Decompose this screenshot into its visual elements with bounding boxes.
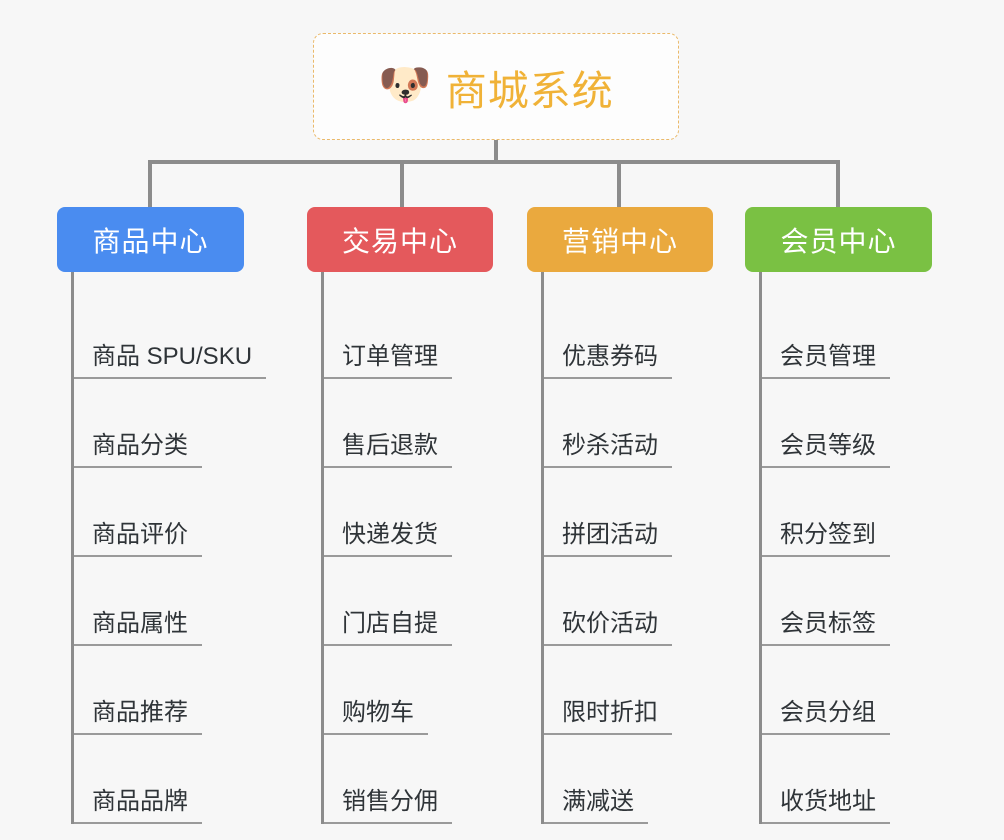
list-item[interactable]: 商品评价 [74,468,286,557]
list-item[interactable]: 快递发货 [324,468,529,557]
list-item-label: 秒杀活动 [544,432,672,468]
category-header-member[interactable]: 会员中心 [745,207,932,272]
list-item[interactable]: 商品属性 [74,557,286,646]
list-item-label: 满减送 [544,788,648,824]
list-item-label: 购物车 [324,699,428,735]
connector-root-stem [494,140,498,164]
category-header-product[interactable]: 商品中心 [57,207,244,272]
list-item-label: 会员等级 [762,432,890,468]
list-item-label: 会员分组 [762,699,890,735]
list-item-label: 售后退款 [324,432,452,468]
list-item[interactable]: 会员标签 [762,557,974,646]
list-item-label: 限时折扣 [544,699,672,735]
category-header-marketing[interactable]: 营销中心 [527,207,713,272]
list-item-label: 砍价活动 [544,610,672,646]
category-column-member: 会员中心 会员管理 会员等级 积分签到 会员标签 会员分组 收货地址 [745,207,985,824]
category-header-label: 交易中心 [341,225,458,257]
category-header-label: 会员中心 [780,225,897,257]
list-item-label: 收货地址 [762,788,890,824]
list-item-label: 商品分类 [74,432,202,468]
list-item-label: 积分签到 [762,521,890,557]
category-item-list-member: 会员管理 会员等级 积分签到 会员标签 会员分组 收货地址 [759,272,974,824]
connector-drop-4 [836,160,840,207]
list-item[interactable]: 销售分佣 [324,735,529,824]
list-item[interactable]: 收货地址 [762,735,974,824]
connector-horizontal-bus [148,160,840,164]
category-column-trade: 交易中心 订单管理 售后退款 快递发货 门店自提 购物车 销售分佣 [307,207,539,824]
list-item[interactable]: 订单管理 [324,290,529,379]
list-item[interactable]: 商品 SPU/SKU [74,290,286,379]
list-item-label: 商品 SPU/SKU [74,343,267,379]
list-item-label: 商品推荐 [74,699,202,735]
list-item[interactable]: 限时折扣 [544,646,749,735]
list-item[interactable]: 门店自提 [324,557,529,646]
list-item[interactable]: 商品品牌 [74,735,286,824]
category-column-marketing: 营销中心 优惠券码 秒杀活动 拼团活动 砍价活动 限时折扣 满减送 [527,207,757,824]
list-item-label: 优惠券码 [544,343,672,379]
root-node-title: 商城系统 [445,67,614,114]
list-item[interactable]: 购物车 [324,646,529,735]
list-item[interactable]: 会员分组 [762,646,974,735]
list-item-label: 会员标签 [762,610,890,646]
list-item[interactable]: 商品分类 [74,379,286,468]
list-item-label: 会员管理 [762,343,890,379]
list-item[interactable]: 会员等级 [762,379,974,468]
category-header-label: 营销中心 [561,225,678,257]
list-item[interactable]: 会员管理 [762,290,974,379]
list-item-label: 门店自提 [324,610,452,646]
list-item[interactable]: 砍价活动 [544,557,749,646]
list-item-label: 商品评价 [74,521,202,557]
category-item-list-marketing: 优惠券码 秒杀活动 拼团活动 砍价活动 限时折扣 满减送 [541,272,749,824]
connector-drop-2 [400,160,404,207]
list-item-label: 快递发货 [324,521,452,557]
connector-drop-1 [148,160,152,207]
list-item[interactable]: 积分签到 [762,468,974,557]
shiba-dog-emoji-icon: 🐶 [378,61,432,109]
list-item-label: 商品品牌 [74,788,202,824]
list-item[interactable]: 满减送 [544,735,749,824]
category-item-list-trade: 订单管理 售后退款 快递发货 门店自提 购物车 销售分佣 [321,272,529,824]
category-item-list-product: 商品 SPU/SKU 商品分类 商品评价 商品属性 商品推荐 商品品牌 [71,272,286,824]
category-header-label: 商品中心 [92,225,209,257]
connector-drop-3 [617,160,621,207]
list-item[interactable]: 优惠券码 [544,290,749,379]
list-item-label: 商品属性 [74,610,202,646]
list-item[interactable]: 拼团活动 [544,468,749,557]
list-item[interactable]: 商品推荐 [74,646,286,735]
category-header-trade[interactable]: 交易中心 [307,207,493,272]
root-node[interactable]: 🐶 商城系统 [313,33,679,140]
list-item[interactable]: 售后退款 [324,379,529,468]
list-item[interactable]: 秒杀活动 [544,379,749,468]
list-item-label: 订单管理 [324,343,452,379]
list-item-label: 拼团活动 [544,521,672,557]
list-item-label: 销售分佣 [324,788,452,824]
category-column-product: 商品中心 商品 SPU/SKU 商品分类 商品评价 商品属性 商品推荐 商品品牌 [57,207,297,824]
